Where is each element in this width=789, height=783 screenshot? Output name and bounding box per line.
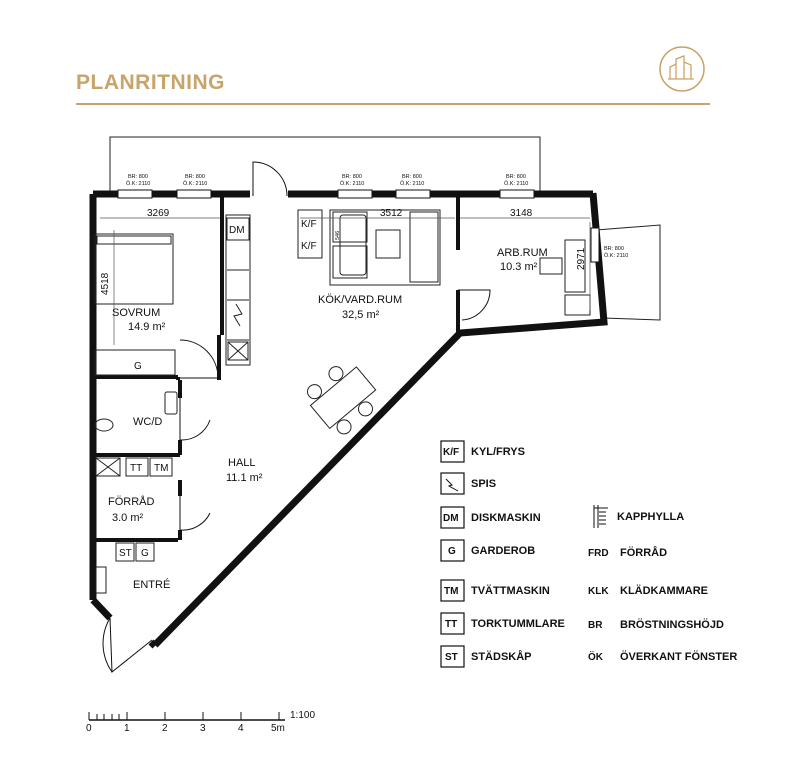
- svg-text:ÖVERKANT FÖNSTER: ÖVERKANT FÖNSTER: [620, 650, 737, 663]
- building-logo-icon: [659, 46, 705, 92]
- page-title: PLANRITNING: [76, 71, 225, 94]
- interior-walls: [93, 194, 460, 542]
- svg-text:G: G: [448, 546, 456, 557]
- scale-bar: 0 1 2 3 4 5m 1:100: [86, 710, 315, 734]
- svg-text:ENTRÉ: ENTRÉ: [133, 578, 170, 591]
- svg-text:BR: 800: BR: 800: [342, 174, 362, 180]
- svg-text:K/F: K/F: [443, 447, 459, 458]
- bed: [94, 233, 174, 305]
- svg-text:Ö.K: 2110: Ö.K: 2110: [400, 180, 424, 187]
- svg-text:3269: 3269: [147, 208, 170, 219]
- dimension-labels: 3269 3512 3148 4518 2971 546: [100, 208, 587, 295]
- balcony-door: [252, 161, 288, 197]
- balcony-top: [109, 136, 661, 321]
- svg-text:3: 3: [200, 723, 206, 734]
- svg-text:BR: 800: BR: 800: [402, 174, 422, 180]
- svg-text:K/F: K/F: [301, 241, 317, 252]
- svg-text:SOVRUM: SOVRUM: [112, 307, 160, 319]
- svg-text:3148: 3148: [510, 208, 533, 219]
- stove-icon: [440, 472, 465, 495]
- svg-text:5m: 5m: [271, 723, 285, 734]
- svg-text:HALL: HALL: [228, 457, 256, 469]
- svg-text:Ö.K: 2110: Ö.K: 2110: [604, 252, 628, 259]
- svg-text:Ö.K: 2110: Ö.K: 2110: [126, 180, 150, 187]
- wc-fixtures: [94, 391, 178, 432]
- svg-text:ARB.RUM: ARB.RUM: [497, 247, 548, 259]
- room-labels: SOVRUM 14.9 m² KÖK/VARD.RUM 32,5 m² ARB.…: [108, 247, 548, 591]
- windows-top: [117, 189, 600, 263]
- svg-text:Ö.K: 2110: Ö.K: 2110: [340, 180, 364, 187]
- svg-text:TVÄTTMASKIN: TVÄTTMASKIN: [471, 584, 550, 597]
- svg-text:Ö.K: 2110: Ö.K: 2110: [504, 180, 528, 187]
- svg-text:DM: DM: [443, 513, 459, 524]
- svg-text:TT: TT: [445, 619, 457, 630]
- svg-text:STÄDSKÅP: STÄDSKÅP: [471, 650, 532, 663]
- svg-text:K/F: K/F: [301, 219, 317, 230]
- svg-text:BR: 800: BR: 800: [128, 174, 148, 180]
- svg-text:DISKMASKIN: DISKMASKIN: [471, 512, 541, 524]
- svg-text:G: G: [141, 548, 149, 559]
- svg-text:DM: DM: [229, 225, 245, 236]
- window-labels: BR: 800 Ö.K: 2110 BR: 800 Ö.K: 2110 BR: …: [126, 174, 628, 259]
- svg-text:2971: 2971: [576, 247, 587, 270]
- svg-text:BR: BR: [588, 620, 603, 631]
- svg-text:BR: 800: BR: 800: [185, 174, 205, 180]
- svg-text:BR: 800: BR: 800: [506, 174, 526, 180]
- svg-text:TT: TT: [130, 463, 142, 474]
- legend-right: KAPPHYLLA FRD FÖRRÅD KLK KLÄDKAMMARE BR …: [588, 505, 737, 663]
- svg-text:TORKTUMMLARE: TORKTUMMLARE: [471, 618, 565, 630]
- svg-text:3.0 m²: 3.0 m²: [112, 512, 144, 524]
- svg-text:TM: TM: [444, 586, 458, 597]
- svg-text:14.9 m²: 14.9 m²: [128, 321, 166, 333]
- svg-text:TM: TM: [154, 463, 168, 474]
- svg-text:4518: 4518: [100, 272, 111, 295]
- svg-text:KAPPHYLLA: KAPPHYLLA: [617, 511, 684, 523]
- svg-text:FRD: FRD: [588, 548, 609, 559]
- svg-text:GARDEROB: GARDEROB: [471, 545, 535, 557]
- svg-text:3512: 3512: [380, 208, 403, 219]
- svg-text:SPIS: SPIS: [471, 478, 496, 490]
- title-divider: [76, 103, 710, 105]
- cabinets: [94, 214, 251, 594]
- svg-text:BR: 800: BR: 800: [604, 246, 624, 252]
- svg-text:Ö.K: 2110: Ö.K: 2110: [183, 180, 207, 187]
- svg-text:ST: ST: [119, 548, 132, 559]
- svg-text:KLK: KLK: [588, 586, 609, 597]
- svg-text:BRÖSTNINGSHÖJD: BRÖSTNINGSHÖJD: [620, 618, 724, 631]
- coat-rack-icon: [593, 505, 608, 528]
- svg-text:1:100: 1:100: [290, 710, 315, 721]
- svg-text:FÖRRÅD: FÖRRÅD: [108, 495, 155, 508]
- svg-text:KYL/FRYS: KYL/FRYS: [471, 446, 525, 458]
- svg-text:ÖK: ÖK: [588, 650, 604, 663]
- interior-doors: [102, 289, 491, 674]
- svg-text:1: 1: [124, 723, 130, 734]
- svg-text:2: 2: [162, 723, 168, 734]
- svg-text:ST: ST: [445, 652, 458, 663]
- svg-text:0: 0: [86, 723, 92, 734]
- svg-text:546: 546: [335, 231, 341, 240]
- svg-text:WC/D: WC/D: [133, 416, 162, 428]
- svg-text:10.3 m²: 10.3 m²: [500, 261, 538, 273]
- svg-text:KÖK/VARD.RUM: KÖK/VARD.RUM: [318, 294, 402, 306]
- fixture-labels: DM K/F K/F G TT TM ST G: [119, 219, 317, 559]
- svg-text:G: G: [134, 361, 142, 372]
- kitchen-furniture: [297, 209, 441, 286]
- dining-table: [306, 366, 377, 435]
- svg-text:32,5 m²: 32,5 m²: [342, 309, 380, 321]
- svg-text:KLÄDKAMMARE: KLÄDKAMMARE: [620, 584, 708, 597]
- svg-text:FÖRRÅD: FÖRRÅD: [620, 546, 667, 559]
- dimension-lines: [100, 217, 591, 345]
- legend: K/F KYL/FRYS SPIS DM DISKMASKIN G GARDER…: [440, 440, 565, 668]
- svg-text:11.1 m²: 11.1 m²: [226, 472, 263, 484]
- svg-text:4: 4: [238, 723, 244, 734]
